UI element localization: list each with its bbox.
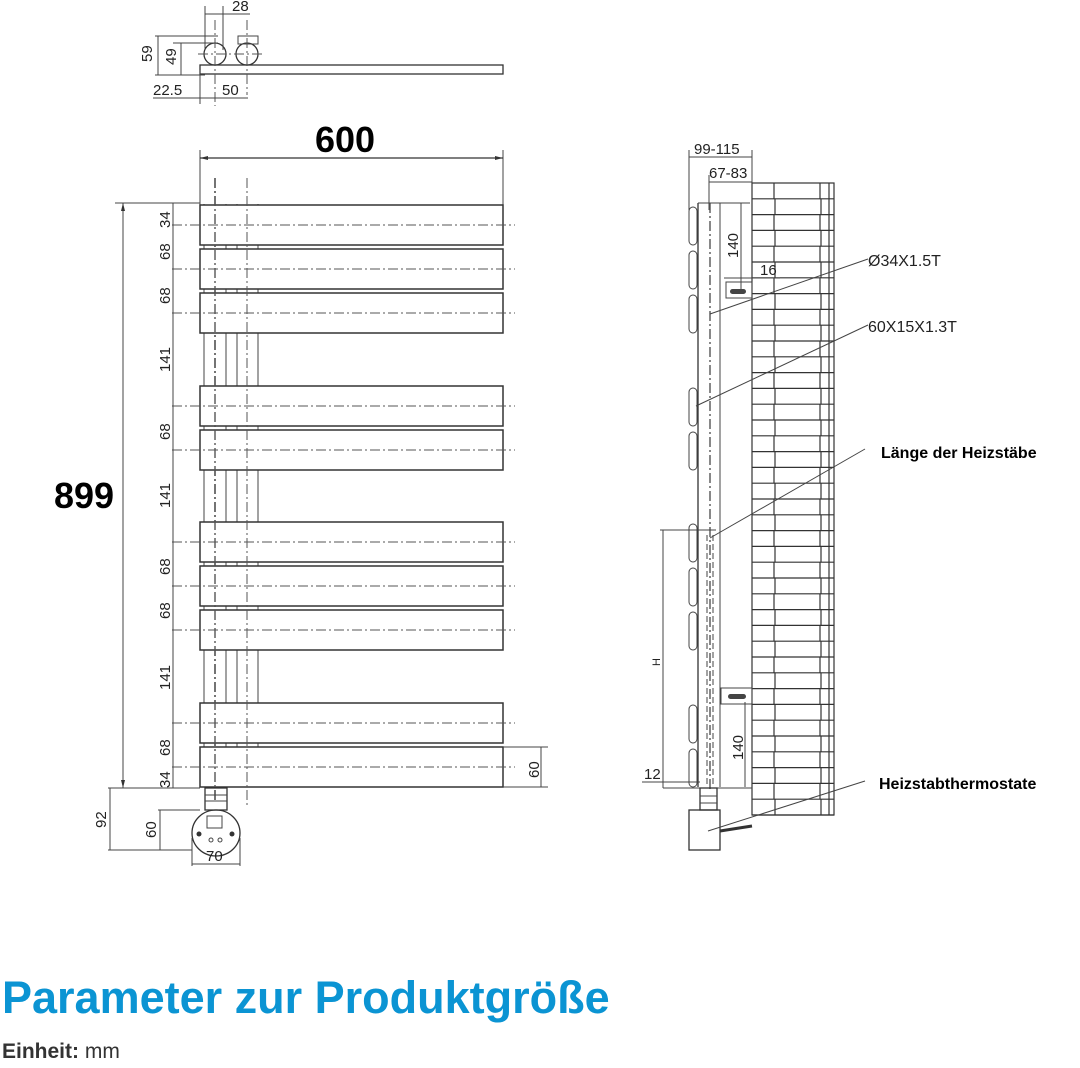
thermostat-label: Heizstabthermostate [879,776,1036,793]
front-view: 600 [54,119,548,866]
thermostat-side [688,787,753,851]
dim-16: 16 [760,262,777,279]
side-view: 99-115 67-83 [642,141,1037,851]
dim-spacing-1: 34 [157,211,174,228]
bar-spec-label: 60X15X1.3T [868,319,957,336]
dim-49: 49 [163,48,180,65]
dim-67-83: 67-83 [709,165,747,182]
unit-label: Einheit: [2,1040,79,1063]
dim-spacing-10: 68 [157,739,174,756]
unit-value: mm [84,1040,120,1063]
dim-spacing-8: 68 [157,602,174,619]
dim-70: 70 [206,848,223,865]
pipe-spec-label: Ø34X1.5T [868,253,941,270]
dim-h: H [651,658,663,666]
technical-drawing: 28 59 49 22.5 50 600 [54,0,1037,866]
dim-50-top: 50 [222,82,239,99]
dim-bar-60: 60 [526,761,543,778]
dim-99-115: 99-115 [694,141,740,158]
top-view: 28 59 49 22.5 50 [139,0,504,106]
dim-899: 899 [54,475,114,516]
dim-600: 600 [315,119,375,160]
heating-rod-length-label: Länge der Heizstäbe [881,445,1037,462]
dim-spacing-6: 141 [157,483,174,508]
dim-spacing-5: 68 [157,423,174,440]
dim-92: 92 [93,811,110,828]
dim-spacing-11: 34 [157,771,174,788]
dim-spacing-9: 141 [157,665,174,690]
dim-12: 12 [644,766,661,783]
dim-thermo-60: 60 [143,821,160,838]
thermostat-front [191,787,241,857]
dim-spacing-3: 68 [157,287,174,304]
dim-spacing-4: 141 [157,347,174,372]
unit-line: Einheit: mm [2,1040,120,1064]
page-title: Parameter zur Produktgröße [2,972,610,1023]
dim-22-5: 22.5 [153,82,182,99]
dim-bracket-top-140: 140 [725,233,742,258]
dim-spacing-2: 68 [157,243,174,260]
dim-59: 59 [139,45,156,62]
dim-28: 28 [232,0,249,15]
dim-spacing-7: 68 [157,558,174,575]
brick-wall [751,182,835,816]
dim-bracket-bottom-140: 140 [730,735,747,760]
